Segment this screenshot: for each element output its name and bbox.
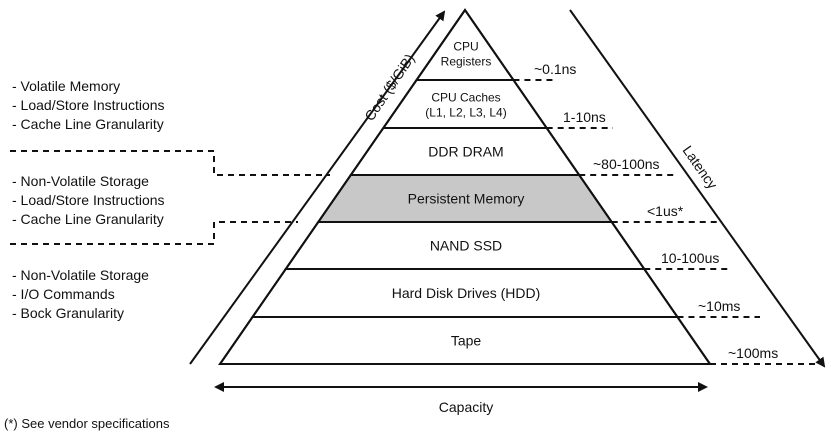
- volatile-memory-group-item: - Load/Store Instructions: [12, 97, 165, 113]
- tier-label-tape: Tape: [451, 333, 482, 349]
- pm-group-item: - Cache Line Granularity: [12, 211, 164, 227]
- separator-dram-pm: [10, 150, 330, 176]
- volatile-memory-group-item: - Volatile Memory: [12, 78, 120, 94]
- tier-label-cpu-registers-line1: CPU: [453, 40, 478, 54]
- storage-group-item: - Bock Granularity: [12, 305, 124, 321]
- latency-axis-label: Latency: [680, 143, 721, 192]
- cost-arrow: [189, 10, 446, 365]
- latency-label-cpu-caches: 1-10ns: [563, 109, 606, 125]
- latency-label-hdd: ~10ms: [698, 298, 740, 314]
- latency-label-nand-ssd: 10-100us: [661, 250, 719, 266]
- tier-label-cpu-caches-line2: (L1, L2, L3, L4): [425, 106, 506, 120]
- footnote: (*) See vendor specifications: [4, 416, 170, 431]
- tier-label-cpu-registers-line2: Registers: [441, 55, 492, 69]
- tier-label-ddr-dram: DDR DRAM: [428, 144, 503, 160]
- latency-label-persistent-memory: <1us*: [647, 203, 684, 219]
- storage-group-item: - Non-Volatile Storage: [12, 267, 149, 283]
- tier-label-hdd: Hard Disk Drives (HDD): [392, 285, 541, 301]
- pyramid-outline: [218, 8, 712, 365]
- capacity-axis-label: Capacity: [439, 399, 493, 415]
- latency-label-ddr-dram: ~80-100ns: [593, 156, 660, 172]
- pm-group-item: - Load/Store Instructions: [12, 192, 165, 208]
- volatile-memory-group-item: - Cache Line Granularity: [12, 116, 164, 132]
- tier-label-persistent-memory: Persistent Memory: [408, 191, 525, 207]
- pm-group-item: - Non-Volatile Storage: [12, 173, 149, 189]
- separator-pm-ssd: [10, 221, 298, 245]
- storage-group-item: - I/O Commands: [12, 286, 115, 302]
- latency-label-tape: ~100ms: [728, 345, 778, 361]
- latency-arrow: [569, 9, 826, 368]
- latency-label-cpu-registers: ~0.1ns: [534, 61, 576, 77]
- tier-label-cpu-caches-line1: CPU Caches: [431, 91, 500, 105]
- tier-label-nand-ssd: NAND SSD: [430, 238, 502, 254]
